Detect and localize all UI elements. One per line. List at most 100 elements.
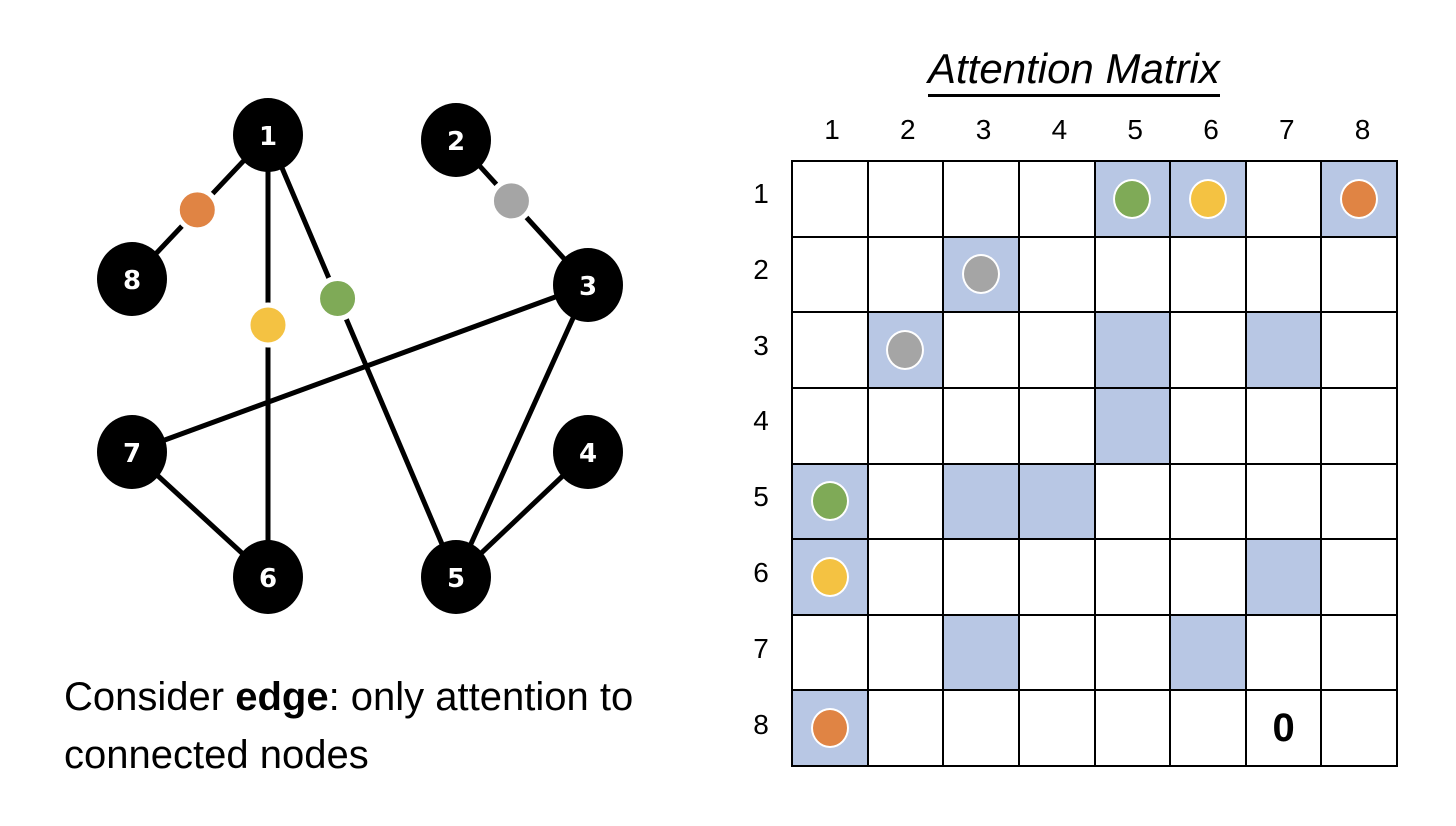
matrix-cell-2-4 [1019, 237, 1094, 312]
matrix-row-label: 7 [753, 632, 769, 664]
matrix-cell-4-8 [1322, 388, 1396, 463]
matrix-cell-3-8 [1322, 313, 1396, 387]
caption-prefix: Consider [64, 675, 236, 719]
matrix-cell-4-7 [1246, 388, 1321, 463]
matrix-cell-5-1 [793, 464, 867, 539]
edge-marker-green [1113, 178, 1152, 219]
matrix-cell-3-1 [793, 313, 867, 387]
matrix-cell-8-3 [944, 691, 1018, 765]
matrix-cell-4-5 [1095, 388, 1170, 463]
matrix-row-label: 2 [753, 253, 769, 285]
edge-marker-gray [886, 330, 925, 371]
matrix-col-label: 2 [900, 114, 916, 145]
matrix-cell-7-7 [1246, 615, 1321, 690]
node-1: 1 [233, 98, 303, 172]
node-3: 3 [553, 248, 623, 322]
matrix-row-label: 6 [753, 557, 769, 588]
matrix-cell-8-1 [793, 691, 867, 765]
matrix-cell-4-2 [868, 388, 943, 463]
matrix-cell-4-3 [944, 388, 1018, 463]
edge-marker-gray [488, 178, 534, 224]
matrix-cell-5-8 [1322, 464, 1396, 539]
matrix-cell-1-4 [1019, 162, 1094, 236]
matrix-cell-5-5 [1095, 464, 1170, 539]
matrix-col-label: 3 [975, 114, 992, 145]
matrix-cell-1-8 [1322, 162, 1396, 236]
matrix-cell-7-5 [1095, 615, 1170, 690]
edge-marker-orange [1340, 178, 1379, 219]
matrix-cell-3-4 [1019, 313, 1094, 387]
matrix-cell-8-8 [1322, 691, 1396, 765]
matrix-cell-2-1 [793, 237, 867, 312]
matrix-cell-3-2 [868, 313, 943, 387]
matrix-cell-4-1 [793, 388, 867, 463]
node-circle [233, 98, 303, 172]
matrix-col-label: 8 [1354, 114, 1371, 145]
matrix-cell-1-7 [1246, 162, 1321, 236]
edge-marker-green [810, 481, 849, 522]
matrix-cell-8-7: 0 [1246, 691, 1321, 765]
matrix-col-label: 7 [1279, 114, 1295, 145]
matrix-cell-4-6 [1171, 388, 1245, 463]
matrix-cell-7-6 [1171, 615, 1245, 690]
node-label: 7 [123, 439, 141, 469]
matrix-row-label: 4 [753, 405, 769, 437]
matrix-row-label: 1 [753, 178, 769, 209]
node-circle [97, 415, 167, 489]
node-5: 5 [421, 540, 491, 614]
caption-suffix: : only attention to connected nodes [64, 675, 634, 777]
node-label: 5 [447, 564, 465, 594]
matrix-cell-7-2 [868, 615, 943, 690]
matrix-col-label: 5 [1127, 114, 1143, 145]
matrix-cell-7-1 [793, 615, 867, 690]
matrix-cell-1-1 [793, 162, 867, 236]
matrix-cell-8-6 [1171, 691, 1245, 765]
matrix-cell-3-6 [1171, 313, 1245, 387]
node-circle [421, 540, 491, 614]
matrix-cell-6-7 [1246, 540, 1321, 614]
matrix-cell-5-4 [1019, 464, 1094, 539]
matrix-cell-5-6 [1171, 464, 1245, 539]
node-label: 8 [123, 266, 141, 296]
edge-marker-yellow [810, 556, 849, 597]
edge-marker-orange [174, 187, 220, 233]
node-label: 4 [579, 439, 597, 469]
matrix-cell-4-4 [1019, 388, 1094, 463]
matrix-cell-2-6 [1171, 237, 1245, 312]
node-label: 3 [579, 272, 597, 302]
matrix-row-label: 8 [753, 708, 769, 740]
matrix-cell-3-7 [1246, 313, 1321, 387]
matrix-row-label: 5 [753, 481, 769, 513]
matrix-cell-6-2 [868, 540, 943, 614]
matrix-cell-1-2 [868, 162, 943, 236]
matrix-cell-2-5 [1095, 237, 1170, 312]
edge-marker-green [315, 276, 361, 322]
node-8: 8 [97, 242, 167, 316]
matrix-cell-8-5 [1095, 691, 1170, 765]
node-circle [97, 242, 167, 316]
attention-matrix: 0 [791, 160, 1398, 767]
matrix-cell-6-3 [944, 540, 1018, 614]
node-label: 1 [259, 122, 277, 152]
cell-annotation: 0 [1272, 705, 1295, 750]
matrix-cell-8-4 [1019, 691, 1094, 765]
edge-marker-yellow [245, 302, 291, 348]
matrix-cell-7-8 [1322, 615, 1396, 690]
node-circle [421, 103, 491, 177]
edge-marker-gray [962, 254, 1001, 295]
edge-marker-yellow [1188, 178, 1227, 219]
node-label: 2 [447, 127, 465, 157]
matrix-col-label: 6 [1203, 114, 1219, 145]
node-circle [233, 540, 303, 614]
node-6: 6 [233, 540, 303, 614]
matrix-title: Attention Matrix [928, 44, 1220, 97]
node-7: 7 [97, 415, 167, 489]
edge-3-5 [453, 283, 591, 579]
edge-1-5 [265, 134, 459, 578]
matrix-cell-1-3 [944, 162, 1018, 236]
matrix-col-label: 4 [1051, 114, 1068, 145]
caption: Consider edge: only attention to connect… [64, 668, 724, 784]
matrix-cell-1-6 [1171, 162, 1245, 236]
matrix-cell-6-1 [793, 540, 867, 614]
